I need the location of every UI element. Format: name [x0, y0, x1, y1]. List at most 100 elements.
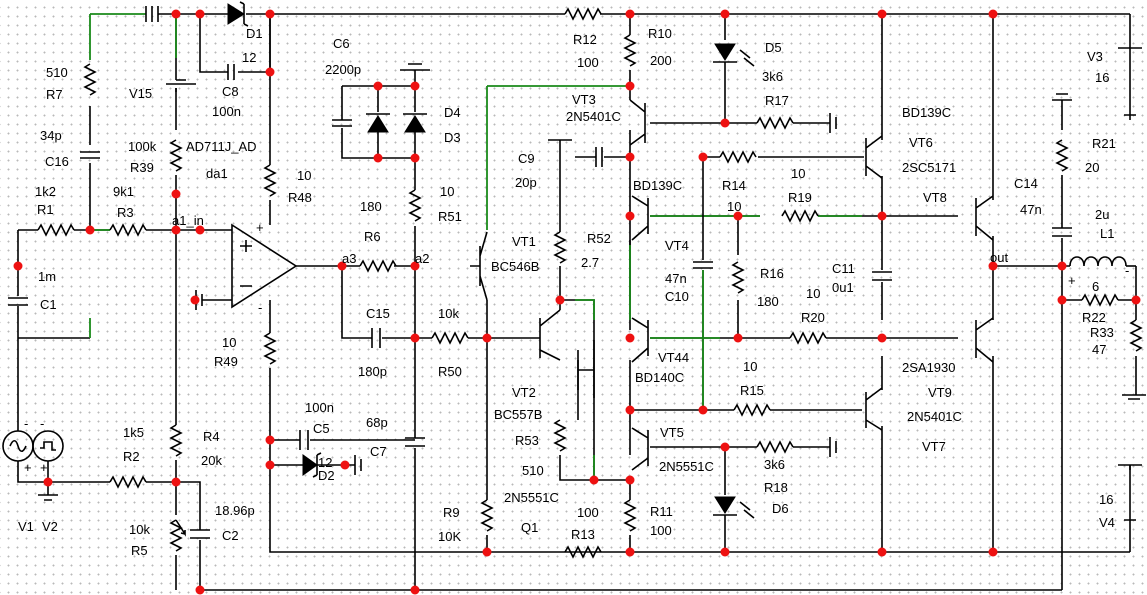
label-r13: R13	[571, 527, 595, 542]
label-v2-plus: +	[40, 460, 48, 475]
label-r13-val: 100	[577, 505, 599, 520]
label-c11: C11	[832, 261, 855, 276]
label-c16: C16	[45, 154, 69, 169]
label-r9-val: 10K	[438, 529, 461, 544]
resistor-r18	[756, 440, 794, 454]
label-opamp-plus: +	[256, 220, 264, 235]
label-r39: R39	[130, 160, 154, 175]
label-c1-val: 1m	[38, 269, 56, 284]
label-c10-val: 47n	[665, 271, 687, 286]
label-out: out	[990, 250, 1008, 265]
label-r17: R17	[765, 93, 789, 108]
label-v3-val: 16	[1095, 70, 1109, 85]
capacitor-c9-gnd	[548, 139, 572, 145]
label-d2-12: 12	[318, 455, 332, 470]
label-opamp: AD711J_AD	[186, 139, 257, 154]
inductor-l1	[1069, 256, 1136, 267]
label-r7: R7	[46, 87, 63, 102]
label-r18-val: 3k6	[764, 457, 785, 472]
label-v4-val: 16	[1099, 492, 1113, 507]
resistor-r22	[1081, 293, 1119, 307]
resistors	[37, 7, 1143, 559]
label-d3: D3	[444, 130, 461, 145]
label-d6: D6	[772, 501, 789, 516]
label-r19-val: 10	[727, 199, 741, 214]
label-r33-val: 47	[1092, 342, 1106, 357]
led-d6	[714, 496, 736, 514]
label-c7-val: 68p	[366, 415, 388, 430]
label-vt5-type: 2N5551C	[659, 459, 714, 474]
label-vt4: VT4	[665, 238, 689, 253]
resistor-r7	[83, 63, 97, 96]
label-r3-val: 9k1	[113, 184, 134, 199]
label-bd140c: BD140C	[635, 370, 684, 385]
label-c6-val: 2200p	[325, 62, 361, 77]
label-r52: R52	[587, 231, 611, 246]
label-r3: R3	[117, 205, 134, 220]
resistor-r53	[553, 419, 567, 452]
label-r6-val: 180	[360, 199, 382, 214]
label-r21-val: 20	[1085, 160, 1099, 175]
label-v2-minus: -	[40, 416, 44, 431]
capacitor-c8	[227, 64, 235, 80]
wires	[17, 13, 1137, 591]
label-r5-val: 10k	[129, 522, 150, 537]
led-d5	[714, 43, 736, 61]
label-r49-val: 10	[222, 335, 236, 350]
label-r12: R12	[573, 32, 597, 47]
label-v1: V1	[18, 519, 34, 534]
label-r11: R11	[650, 504, 673, 519]
diode-d1	[227, 3, 245, 25]
resistor-r12	[564, 7, 602, 21]
resistor-r6	[359, 259, 397, 273]
label-r16-val: 180	[757, 294, 779, 309]
resistor-r16	[731, 261, 745, 294]
capacitor-c16	[80, 151, 100, 159]
diode-d3	[367, 115, 389, 133]
label-c8: C8	[222, 84, 239, 99]
capacitor-c15	[371, 328, 381, 348]
resistor-r52	[553, 231, 567, 264]
label-vt3-type: 2N5401C	[566, 109, 621, 124]
label-r10-val: 200	[650, 53, 672, 68]
label-vt6: VT6	[909, 135, 933, 150]
resistor-r39	[169, 139, 183, 172]
label-r4-val: 20k	[201, 453, 222, 468]
label-bd139c-right: BD139C	[902, 105, 951, 120]
label-r18: R18	[764, 480, 788, 495]
resistor-r11	[623, 499, 637, 532]
label-r50: R50	[438, 364, 462, 379]
label-vt6-type: 2SC5171	[902, 160, 956, 175]
resistor-r50	[431, 331, 469, 345]
label-r11-val: 100	[650, 523, 672, 538]
label-c14: C14	[1014, 176, 1038, 191]
resistor-r14	[719, 150, 757, 164]
diodes	[227, 1, 755, 519]
label-v1-minus: -	[24, 416, 28, 431]
resistor-r1	[37, 223, 75, 237]
label-r12-val: 100	[577, 55, 599, 70]
label-r20: R20	[801, 310, 825, 325]
label-vt8: VT8	[923, 190, 947, 205]
label-v3: V3	[1087, 49, 1103, 64]
label-r48-val: 10	[297, 168, 311, 183]
source-v2	[32, 430, 64, 462]
label-d1: D1	[246, 26, 263, 41]
label-v2: V2	[42, 519, 58, 534]
label-c10: C10	[665, 289, 689, 304]
label-vt2-type: BC557B	[494, 407, 542, 422]
label-v1-plus: +	[24, 460, 32, 475]
capacitor-c11	[872, 271, 892, 281]
label-c8-12: 12	[242, 50, 256, 65]
transistors	[470, 99, 994, 471]
label-vt2: VT2	[512, 385, 536, 400]
label-c2: C2	[222, 528, 239, 543]
label-2sa1930: 2SA1930	[902, 360, 956, 375]
label-q1: Q1	[521, 520, 538, 535]
label-r20-val: 10	[806, 286, 820, 301]
label-r39-val: 100k	[128, 139, 157, 154]
resistor-r48	[263, 164, 277, 197]
label-c6: C6	[333, 36, 350, 51]
